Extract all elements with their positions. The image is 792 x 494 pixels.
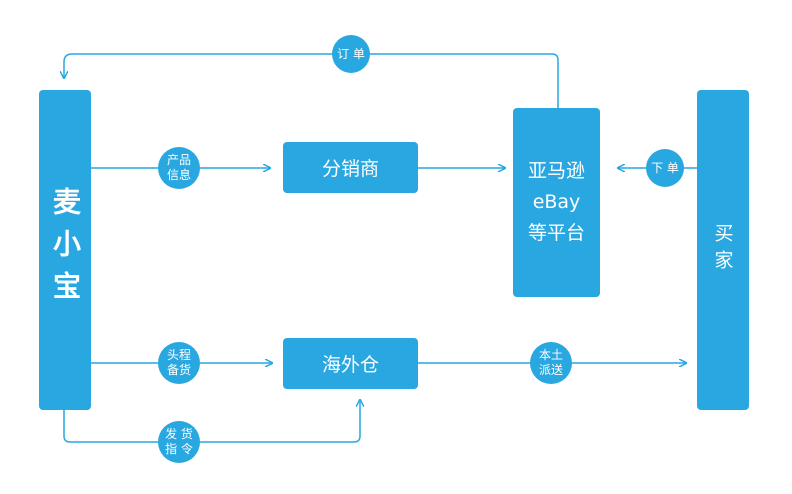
label-product-info-line-1: 产品: [166, 153, 191, 167]
label-headhaul-line-1: 头程: [166, 348, 191, 362]
label-ship-instruction-line-1: 发 货: [165, 427, 193, 441]
label-local-delivery-line-2: 派送: [538, 363, 563, 377]
node-buyer-label: 买家: [711, 223, 734, 277]
edge-order: [64, 53, 559, 108]
edge-ship-instruction: [63, 400, 360, 443]
label-place-order-text: 下 单: [651, 160, 679, 175]
label-local-delivery-line-1: 本土: [538, 348, 563, 362]
node-buyer: 买家: [697, 90, 749, 410]
node-platform-line-2: eBay: [532, 191, 581, 213]
node-platform-line-3: 等平台: [527, 222, 585, 244]
label-order: 订 单: [332, 35, 370, 73]
label-headhaul: 头程 备货: [158, 342, 200, 384]
label-order-text: 订 单: [337, 46, 365, 61]
label-product-info: 产品 信息: [158, 147, 200, 189]
label-ship-instruction-line-2: 指 令: [165, 442, 193, 456]
label-local-delivery: 本土 派送: [530, 342, 572, 384]
label-place-order: 下 单: [646, 149, 684, 187]
node-distributor: 分销商: [283, 142, 418, 193]
node-warehouse-label: 海外仓: [321, 354, 379, 376]
node-warehouse: 海外仓: [283, 338, 418, 389]
label-product-info-line-2: 信息: [166, 168, 191, 182]
label-headhaul-line-2: 备货: [166, 363, 191, 377]
node-platform: 亚马逊 eBay 等平台: [513, 108, 600, 297]
node-platform-line-1: 亚马逊: [527, 160, 585, 182]
node-distributor-label: 分销商: [321, 158, 379, 180]
label-ship-instruction: 发 货 指 令: [158, 421, 200, 463]
node-maixiaobao-label: 麦小宝: [49, 187, 82, 313]
node-maixiaobao: 麦小宝: [39, 90, 91, 410]
